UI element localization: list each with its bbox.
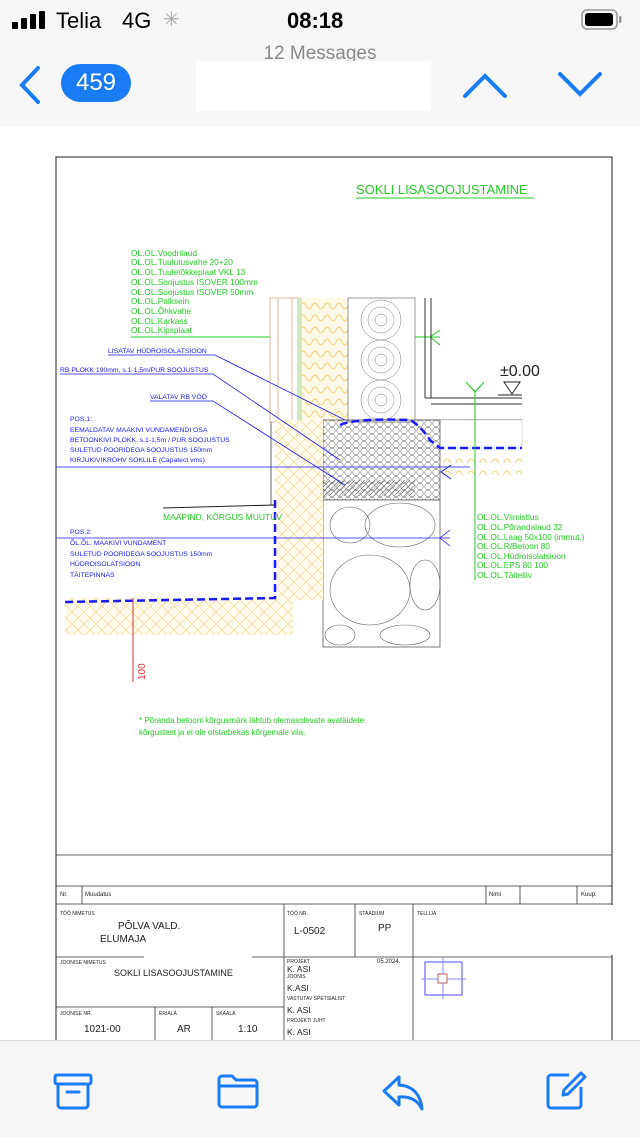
pos1-line: SULETUD POORIDEGA SOOJUSTUS 150mm	[70, 447, 213, 454]
previous-message-icon[interactable]	[461, 70, 509, 100]
pos2-line: TÄITEPINNAS	[70, 571, 115, 579]
tb-scale: 1:10	[238, 1024, 258, 1035]
pos2-line: ÕL.ÕL. MAAKIVI VUNDAMENT	[70, 538, 166, 547]
status-bar: Telia 4G ✳ 08:18	[0, 0, 640, 40]
tb-nr: Nr.	[60, 892, 68, 898]
activity-spinner-icon: ✳	[163, 9, 180, 31]
north-symbol-icon	[421, 958, 466, 999]
pos2-line: POS.2:	[70, 529, 92, 536]
rb-block-label: RB PLOKK 190mm, s.1-1,5m/PUR SOOJUSTUS	[60, 367, 209, 374]
tb-manager: K. ASI	[287, 1027, 311, 1037]
tb-label: PROJEKTI JUHT	[287, 1018, 326, 1024]
back-chevron-icon[interactable]	[14, 64, 44, 106]
network-type: 4G	[122, 8, 152, 33]
tb-label: JOONISE NR.	[60, 1011, 92, 1017]
floor-layer: OL.OL.Põrandalaud 32	[477, 522, 563, 532]
bottom-toolbar	[0, 1040, 640, 1137]
tb-stage: PP	[378, 923, 392, 934]
tb-name: Nimi	[489, 892, 501, 898]
tb-drawing-name: SOKLI LISASOOJUSTAMINE	[114, 968, 233, 978]
tb-work-name: PÕLVA VALD.	[118, 919, 180, 932]
tb-specialist: K. ASI	[287, 1005, 311, 1015]
tb-label: STAADIUM	[359, 911, 384, 917]
wall-layer: OL.OL.Soojustus ISOVER 100mm	[131, 277, 258, 287]
ground-label: MAAPIND, KÕRGUS MUUTUV	[163, 512, 282, 522]
wall-layer: OL.OL.Karkass	[131, 316, 188, 326]
floor-layer: OL.OL.Laag 50x100 (immut.)	[477, 532, 585, 542]
pos1-line: EEMALDATAV MAAKIVI VUNDAMENDI OSA	[70, 427, 208, 434]
tb-label: VASTUTAV SPETSIALIST	[287, 996, 345, 1002]
next-message-icon[interactable]	[556, 70, 604, 100]
carrier: Telia	[56, 8, 102, 33]
wall-layer: OL.OL.Voodrilaud	[131, 248, 197, 258]
tb-drawing-nr: 1021-00	[84, 1024, 121, 1035]
wall-layer-notes: OL.OL.Voodrilaud OL.OL.Tuulutusvahe 20+2…	[131, 248, 258, 335]
tb-date: Kuup.	[581, 892, 597, 898]
pos1-line: KIRJUKIVIKROHV SOKLILE (Capatect vms)	[70, 457, 205, 464]
note-line: kõrgustest ja ei ole otstarbekas kõrgema…	[139, 728, 305, 737]
tb-label: PROJEKT	[287, 959, 310, 965]
tb-drawer: K.ASI	[287, 983, 309, 993]
tb-project: K. ASI	[287, 964, 311, 974]
tb-label: ERIALA	[159, 1011, 177, 1017]
level-mark: ±0.00	[500, 363, 540, 380]
redacted-sender	[196, 61, 431, 111]
wall-layer: OL.OL.Tuuletõkkeplaat VKL 13	[131, 267, 246, 277]
rb-belt-label: VALATAV RB VÖÖ	[150, 393, 207, 401]
tb-label: SKAALA	[216, 1011, 236, 1017]
message-count: 12 Messages	[263, 43, 377, 64]
wall-layer: OL.OL.Kipsplaat	[131, 325, 193, 335]
tb-label: TÖÖ NIMETUS	[60, 910, 95, 917]
folder-icon[interactable]	[216, 1069, 260, 1113]
floor-layer: OL.OL.Täiteliiv	[477, 570, 533, 580]
pos1-line: POS.1:	[70, 416, 92, 423]
reply-icon[interactable]	[381, 1069, 425, 1113]
tb-label: JOONIS	[287, 974, 306, 980]
wall-layer: OL.OL.Palksein	[131, 296, 189, 306]
note-line: * Põranda betooni kõrgusmärk lähtub olem…	[139, 716, 365, 725]
pos1-line: BETOONKIVI PLOKK. s.1-1,5m / PUR SOOJUST…	[70, 437, 230, 444]
tb-change: Muudatus	[85, 892, 111, 898]
wall-layer: OL.OL.Soojustus ISOVER 50mm	[131, 287, 253, 297]
clock: 08:18	[287, 8, 344, 33]
floor-layer: OL.OL.Hüdroisolatsioon	[477, 551, 566, 561]
drawing-title: SOKLI LISASOOJUSTAMINE	[356, 182, 528, 197]
wall-layer: OL.OL.Tuulutusvahe 20+20	[131, 257, 233, 267]
floor-layer: OL.OL.EPS 80 100	[477, 560, 548, 570]
tb-project-date: 05.2024.	[377, 959, 401, 965]
back-count-badge[interactable]: 459	[61, 64, 131, 102]
tb-label: TÖÖ NR.	[287, 910, 308, 917]
tb-work-name: ELUMAJA	[100, 934, 146, 945]
tb-work-nr: L-0502	[294, 926, 326, 937]
tb-label: TELLIJA	[417, 911, 437, 917]
tb-label: JOONISE NIMETUS	[60, 960, 107, 966]
pos2-line: SULETUD POORIDEGA SOOJUSTUS 150mm	[70, 551, 213, 558]
title-block	[56, 854, 612, 1040]
archive-icon[interactable]	[51, 1069, 95, 1113]
hydro-label: LISATAV HÜDROISOLATSIOON	[108, 347, 207, 355]
floor-layer: OL.OL.Viimistlus	[477, 512, 539, 522]
compose-icon[interactable]	[543, 1069, 587, 1113]
dimension-value: 100	[137, 663, 148, 680]
floor-layer: OL.OL.R/Betoon 80	[477, 541, 550, 551]
tb-field: AR	[177, 1024, 191, 1035]
battery-icon	[581, 9, 622, 30]
pos2-line: HÜDROISOLATSIOON	[70, 560, 141, 568]
signal-icon	[12, 11, 45, 29]
wall-layer: OL.OL.Õhkvahe	[131, 306, 191, 316]
